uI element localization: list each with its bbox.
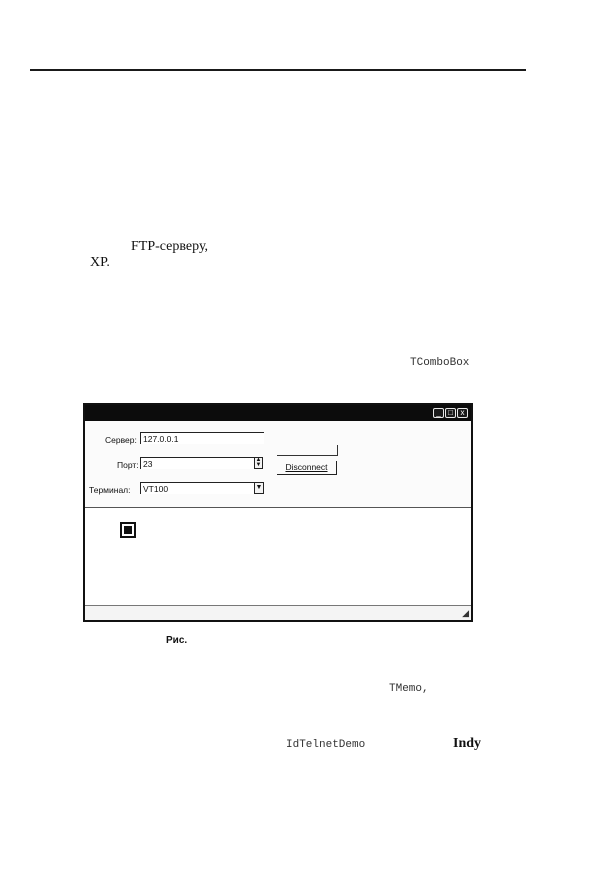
maximize-icon[interactable]: □ bbox=[445, 408, 456, 418]
port-label: Порт: bbox=[117, 460, 139, 470]
window-titlebar: _ □ x bbox=[85, 405, 471, 421]
connect-button[interactable] bbox=[277, 445, 338, 456]
figure-caption: Рис. bbox=[166, 635, 188, 646]
server-label: Сервер: bbox=[105, 435, 137, 445]
status-bar: ◢ bbox=[85, 605, 471, 620]
chevron-down-icon[interactable]: ▼ bbox=[254, 482, 264, 494]
header-rule bbox=[30, 69, 526, 71]
minimize-icon[interactable]: _ bbox=[433, 408, 444, 418]
cursor-block-icon bbox=[120, 522, 136, 538]
port-spinner[interactable]: ▲▼ bbox=[254, 457, 263, 469]
close-icon[interactable]: x bbox=[457, 408, 468, 418]
disconnect-button[interactable]: Disconnect bbox=[277, 461, 337, 475]
code-term-tmemo: TMemo, bbox=[389, 683, 429, 695]
resize-grip-icon[interactable]: ◢ bbox=[462, 608, 469, 618]
server-input[interactable]: 127.0.0.1 bbox=[140, 432, 264, 444]
terminal-memo[interactable] bbox=[85, 508, 471, 606]
body-text-ftp-server: FTP-серверу, bbox=[131, 239, 209, 254]
terminal-select[interactable]: VT100 bbox=[140, 482, 254, 494]
telnet-demo-window: _ □ x Сервер: 127.0.0.1 Порт: 23 ▲▼ Терм… bbox=[83, 403, 473, 622]
body-text-indy: Indy bbox=[453, 736, 482, 751]
terminal-label: Терминал: bbox=[89, 485, 131, 495]
connection-panel: Сервер: 127.0.0.1 Порт: 23 ▲▼ Терминал: … bbox=[85, 421, 471, 507]
port-input[interactable]: 23 bbox=[140, 457, 254, 469]
code-term-idtelnetdemo: IdTelnetDemo bbox=[286, 739, 366, 751]
code-term-tcombobox: TComboBox bbox=[410, 357, 470, 369]
panel-separator bbox=[85, 507, 471, 508]
body-text-xp: XP. bbox=[90, 255, 110, 270]
